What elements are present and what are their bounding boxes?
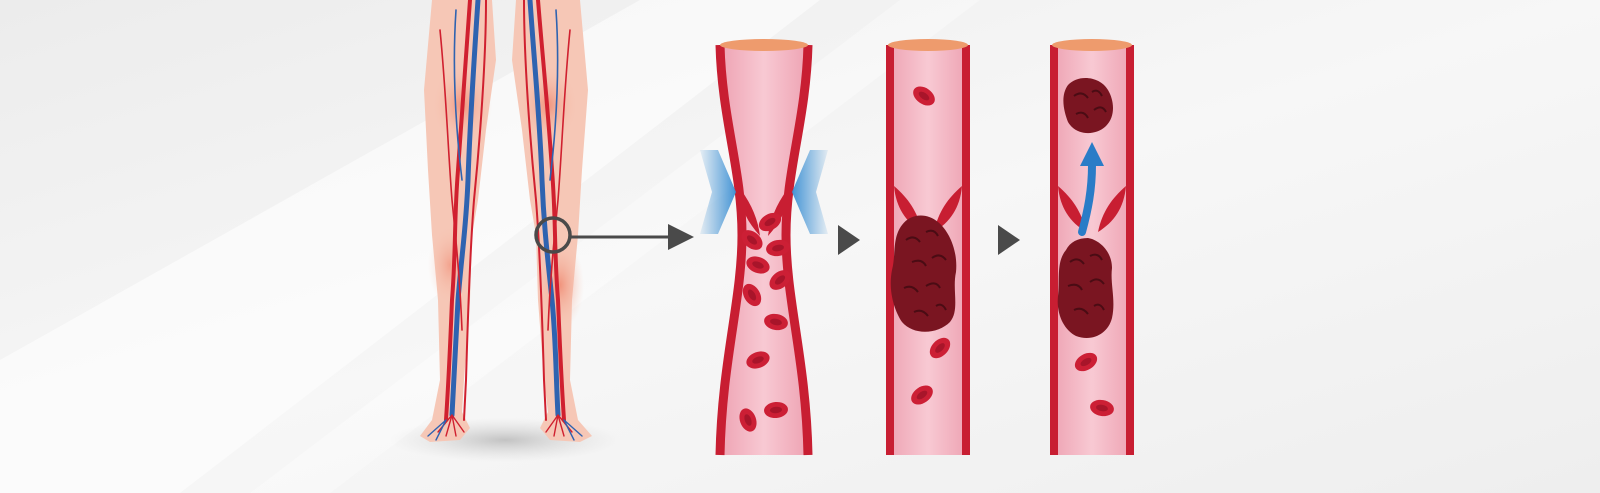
vein-stage-compression [700, 39, 828, 456]
pointer-arrow-icon [570, 224, 694, 250]
vein-wall-right [781, 44, 813, 456]
compression-arrow-left [700, 150, 736, 234]
blood-flow-arrow-icon [1078, 142, 1104, 236]
vein-valve [740, 190, 760, 236]
legs-shadow [390, 418, 620, 462]
vein-opening [888, 39, 968, 51]
right-leg-vessels [523, 0, 583, 441]
next-stage-arrow-icon [838, 225, 860, 255]
vein-stage-clot-detachment [1050, 39, 1134, 455]
magnifier-ring-icon [534, 216, 572, 254]
vein-opening [720, 39, 808, 51]
left-leg-vessels [427, 0, 487, 441]
vein-opening [1052, 39, 1132, 51]
vein-lumen [720, 45, 808, 455]
detached-clot [1063, 77, 1113, 134]
background-light-band [0, 0, 820, 493]
next-stage-arrow-icon [998, 225, 1020, 255]
blood-clot [890, 215, 957, 332]
vein-valve [934, 186, 962, 232]
compression-arrow-right [792, 150, 828, 234]
vein-stage-clot-formation [886, 39, 970, 455]
legs-anatomy-icon [420, 0, 592, 442]
blood-clot [1057, 238, 1114, 338]
vein-valve [1098, 186, 1126, 232]
vein-valve [1058, 186, 1086, 232]
